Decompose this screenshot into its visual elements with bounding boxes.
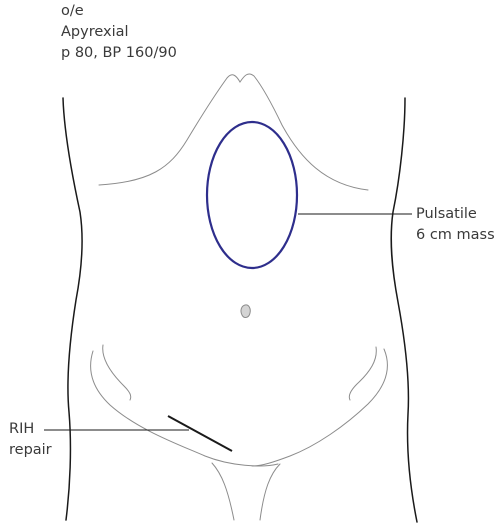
rih-label-line2: repair bbox=[9, 440, 52, 461]
right-pelvic-line bbox=[260, 464, 280, 520]
left-iliac-crest-outer bbox=[91, 351, 278, 466]
rih-repair-scar bbox=[168, 416, 232, 451]
exam-line-vitals: p 80, BP 160/90 bbox=[61, 43, 177, 64]
exam-line-oe: o/e bbox=[61, 1, 177, 22]
examination-notes: o/e Apyrexial p 80, BP 160/90 bbox=[61, 1, 177, 64]
left-iliac-crest-inner bbox=[103, 345, 131, 400]
mass-label: Pulsatile 6 cm mass bbox=[416, 204, 495, 246]
costal-margin-outline bbox=[99, 74, 368, 190]
left-pelvic-line bbox=[212, 463, 234, 520]
right-iliac-crest-outer bbox=[252, 349, 387, 466]
mass-label-line2: 6 cm mass bbox=[416, 225, 495, 246]
exam-line-apyrexial: Apyrexial bbox=[61, 22, 177, 43]
torso-left-outline bbox=[63, 98, 82, 520]
right-iliac-crest-inner bbox=[349, 347, 376, 400]
pulsatile-mass bbox=[207, 122, 297, 268]
rih-label: RIH repair bbox=[9, 419, 52, 461]
rih-label-line1: RIH bbox=[9, 419, 52, 440]
mass-label-line1: Pulsatile bbox=[416, 204, 495, 225]
umbilicus bbox=[241, 305, 250, 318]
torso-right-outline bbox=[391, 98, 417, 522]
